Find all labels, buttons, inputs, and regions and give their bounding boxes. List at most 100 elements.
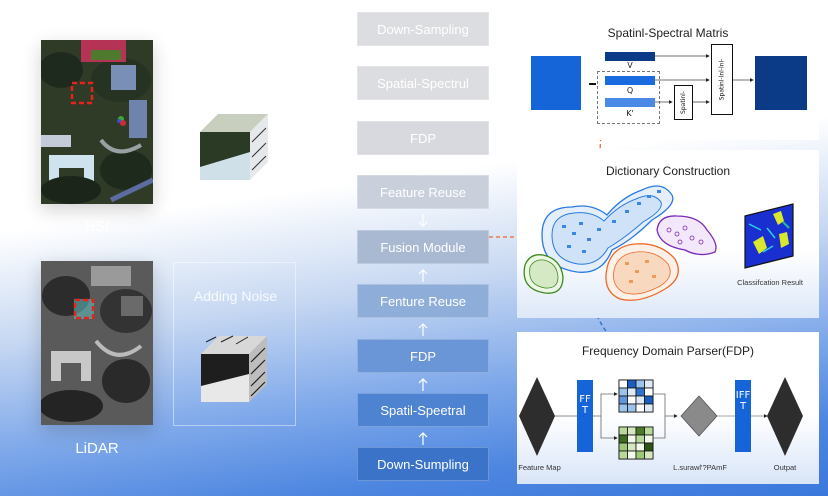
q-label: Q (626, 86, 634, 95)
grid-cell (618, 434, 628, 444)
step-label: Fusion Module (380, 239, 466, 255)
step-label: Fenture Reuse (380, 293, 466, 309)
spatial-tall-box: Spatinl-lnl-lnl- (711, 44, 733, 115)
grid-cell (618, 379, 628, 389)
dictionary-panel-title: Dictionary Construction (605, 164, 731, 178)
arrow-down-icon (418, 160, 428, 173)
step-label: Spatil-Speetral (380, 402, 466, 418)
small-box-label: Spatinl- (680, 91, 688, 114)
hsi-cube-icon (200, 112, 268, 180)
grid-cell (644, 379, 654, 389)
k-bar (605, 98, 655, 107)
grid-cell (618, 426, 628, 436)
v-label: V (627, 61, 633, 70)
grid-cell (644, 426, 654, 436)
arrow-up-icon (418, 323, 428, 336)
adding-noise-box: Adding Noise (173, 262, 296, 426)
fft-label: FFT (579, 394, 591, 416)
grid-cell (635, 403, 645, 413)
step-label: Down-Sumpling (377, 456, 469, 472)
lidar-label: LiDAR (75, 440, 119, 457)
step-label: FDP (410, 130, 436, 146)
step-feature-reuse-top[interactable]: Feature Reuse (357, 175, 489, 209)
step-label: Down-Sampling (377, 21, 469, 37)
grid-cell (618, 387, 628, 397)
feature-map-diamond (519, 377, 555, 456)
grid-cell (627, 426, 637, 436)
step-fdp-top[interactable]: FDP (357, 121, 489, 155)
grid-cell (627, 387, 637, 397)
lidar-cube-icon (201, 334, 267, 402)
minus-sign (589, 83, 596, 85)
classification-result-image (744, 203, 794, 269)
grid-cell (618, 395, 628, 405)
cluster-diagram (523, 185, 717, 301)
output-label: Outpat (773, 463, 797, 472)
dictionary-construction-panel: Dictionary Construction Classifcation Re… (517, 150, 819, 318)
grid-cell (635, 395, 645, 405)
spatial-spectral-matrix-panel: Spatinl-Spectral Matris V Q K' Spatinl- … (517, 16, 819, 140)
grid-cell (627, 403, 637, 413)
step-fusion-module[interactable]: Fusion Module (357, 230, 489, 264)
v-bar (605, 52, 655, 61)
step-label: FDP (410, 348, 436, 364)
grid-cell (627, 442, 637, 452)
grid-cell (644, 434, 654, 444)
step-label: Feature Reuse (380, 184, 466, 200)
fdp-panel: Frequency Domain Parser(FDP) FFT IFFT Fe… (517, 332, 819, 484)
hsi-image (41, 40, 153, 204)
qk-dashed-group (597, 71, 660, 124)
grid-cell (635, 434, 645, 444)
output-block (755, 56, 807, 110)
arrow-up-icon (418, 432, 428, 445)
grid-cell (618, 442, 628, 452)
lidar-image (41, 261, 153, 425)
classification-result-label: Classifcation Result (737, 278, 803, 287)
blue-frequency-grid (618, 379, 654, 413)
step-spatial-spectral[interactable]: Spatial-Spectrul (357, 66, 489, 100)
grid-cell (635, 379, 645, 389)
matrix-panel-title: Spatinl-Spectral Matris (607, 26, 729, 40)
spatial-small-box: Spatinl- (674, 85, 693, 120)
grid-cell (635, 426, 645, 436)
grid-cell (627, 379, 637, 389)
ifft-label: IFFT (735, 390, 751, 412)
ifft-bar (735, 380, 751, 452)
grid-cell (635, 442, 645, 452)
feature-map-label: Feature Map (518, 463, 561, 472)
matrix-arrows (655, 54, 754, 104)
middle-label: L.surawl'?PAmF (673, 463, 727, 472)
middle-diamond (680, 395, 718, 437)
grid-cell (644, 395, 654, 405)
k-label: K' (626, 109, 634, 118)
hsi-label: HSI (84, 218, 110, 235)
tall-box-label: Spatinl-lnl-lnl- (718, 58, 726, 101)
fdp-panel-title: Frequency Domain Parser(FDP) (581, 344, 755, 358)
grid-cell (618, 403, 628, 413)
step-down-sampling-bottom[interactable]: Down-Sumpling (357, 447, 489, 481)
grid-cell (644, 403, 654, 413)
purple-cluster (656, 215, 717, 256)
grid-cell (618, 450, 628, 460)
step-label: Spatial-Spectrul (377, 75, 469, 91)
grid-cell (635, 450, 645, 460)
fdp-diagram (519, 377, 803, 460)
grid-cell (644, 387, 654, 397)
grid-cell (627, 434, 637, 444)
grid-cell (627, 450, 637, 460)
step-spatial-spectral-bottom[interactable]: Spatil-Speetral (357, 393, 489, 427)
grid-cell (644, 450, 654, 460)
grid-cell (644, 442, 654, 452)
output-diamond (767, 377, 803, 456)
step-down-sampling[interactable]: Down-Sampling (357, 12, 489, 46)
adding-noise-label: Adding Noise (193, 288, 278, 304)
input-block (531, 56, 581, 110)
fft-bar (577, 380, 593, 452)
grid-cell (635, 387, 645, 397)
step-feature-reuse-bottom[interactable]: Fenture Reuse (357, 284, 489, 318)
arrow-down-icon (418, 214, 428, 227)
green-frequency-grid (618, 426, 654, 460)
grid-cell (627, 395, 637, 405)
step-fdp-bottom[interactable]: FDP (357, 339, 489, 373)
arrow-up-icon (418, 269, 428, 282)
